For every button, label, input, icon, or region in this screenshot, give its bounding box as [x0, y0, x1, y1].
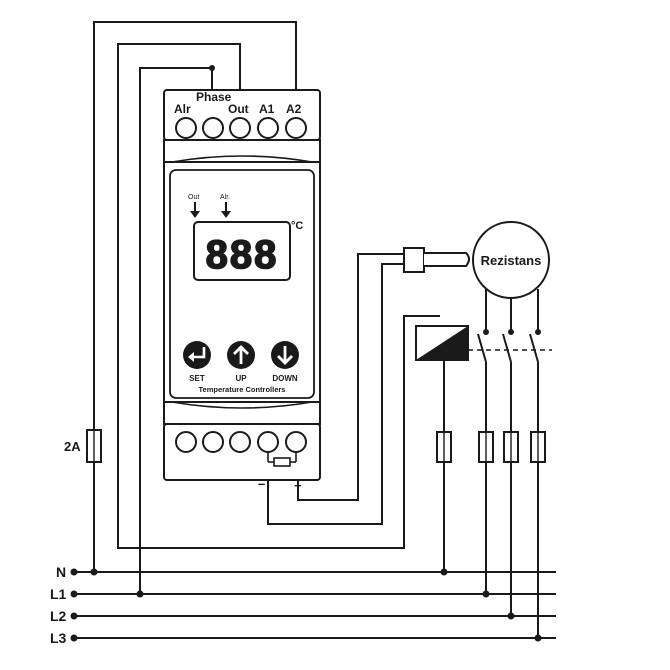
- out-indicator-arrow-icon: [190, 202, 200, 218]
- terminal-a2: [285, 117, 307, 139]
- display-unit: °C: [291, 220, 303, 232]
- label-out: Out: [228, 102, 249, 116]
- down-button-label: DOWN: [272, 374, 298, 383]
- label-phase: Phase: [196, 90, 232, 104]
- up-button[interactable]: UP: [227, 341, 255, 383]
- sensor-minus-label: –: [258, 476, 265, 491]
- up-button-label: UP: [235, 374, 247, 383]
- down-arrow-icon: [277, 346, 293, 365]
- controller-device: Phase Alr Out A1 A2 – +: [163, 89, 321, 493]
- label-a1: A1: [259, 102, 275, 116]
- alr-indicator-label: Alr.: [220, 194, 230, 201]
- set-button-label: SET: [189, 374, 205, 383]
- down-button[interactable]: DOWN: [271, 341, 299, 383]
- set-button[interactable]: SET: [183, 341, 211, 383]
- up-arrow-icon: [233, 345, 249, 364]
- terminal-sensor-plus: [285, 431, 307, 453]
- fuse-2a: 2A: [64, 429, 102, 463]
- resistive-load: Rezistans: [472, 221, 550, 330]
- out-indicator-label: Out: [188, 194, 199, 201]
- terminal-sensor-minus: [257, 431, 279, 453]
- terminal-phase: [202, 117, 224, 139]
- sensor-plus-label: +: [294, 478, 302, 493]
- label-alr: Alr: [174, 102, 191, 116]
- terminal-alr: [175, 117, 197, 139]
- display-digits: 888: [206, 233, 279, 277]
- label-a2: A2: [286, 102, 302, 116]
- led-display: [193, 221, 291, 281]
- contactor-contacts: [477, 329, 541, 432]
- fuse-label: 2A: [64, 439, 81, 454]
- control-wiring: [93, 21, 440, 594]
- terminal-out: [229, 117, 251, 139]
- bottom-terminals: – +: [175, 431, 307, 493]
- alr-indicator-arrow-icon: [221, 202, 231, 218]
- temperature-sensor: [403, 247, 470, 273]
- line-label-l1: L1: [50, 586, 67, 602]
- line-label-n: N: [56, 564, 66, 580]
- enter-icon: [192, 347, 206, 359]
- contactor: [415, 325, 552, 432]
- load-label: Rezistans: [481, 253, 542, 268]
- line-label-l3: L3: [50, 630, 67, 646]
- supply-lines: N L1 L2 L3: [50, 564, 556, 646]
- load-fuses: [436, 431, 546, 638]
- top-terminals: [175, 117, 307, 139]
- device-label: Temperature Controllers: [199, 385, 286, 394]
- line-label-l2: L2: [50, 608, 67, 624]
- terminal-a1: [257, 117, 279, 139]
